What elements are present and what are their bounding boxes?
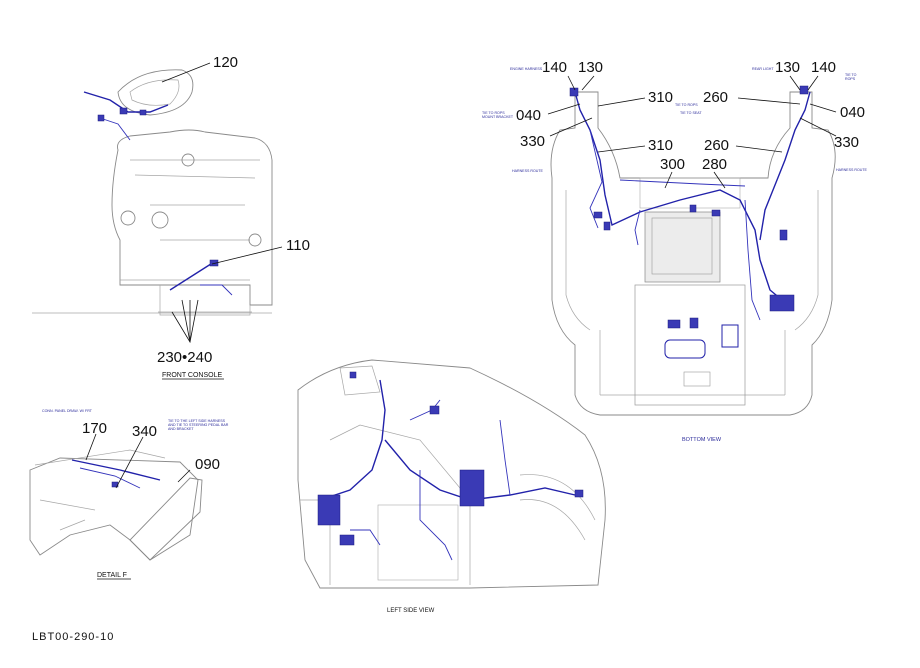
- bottom-view-caption: BOTTOM VIEW: [682, 437, 722, 443]
- callout-120: 120: [213, 54, 238, 71]
- callout-330-left: 330: [520, 133, 545, 150]
- callout-260-top: 260: [703, 89, 728, 106]
- svg-text:TIE TO ROPS: TIE TO ROPS: [482, 111, 505, 115]
- diagram-reference: LBT00-290-10: [32, 631, 114, 643]
- left-side-view-caption: LEFT SIDE VIEW: [387, 608, 435, 614]
- detail-f-caption: DETAIL F: [97, 572, 127, 579]
- svg-text:CONN. PANEL DRAW. W/ FRT: CONN. PANEL DRAW. W/ FRT: [42, 409, 93, 413]
- svg-text:ENGINE HARNESS: ENGINE HARNESS: [510, 67, 543, 71]
- svg-text:ROPS: ROPS: [845, 77, 856, 81]
- callout-280: 280: [702, 156, 727, 173]
- svg-text:HARNESS ROUTE: HARNESS ROUTE: [512, 169, 544, 173]
- callout-040-right: 040: [840, 104, 865, 121]
- callout-140-left: 140: [542, 59, 567, 76]
- callout-300: 300: [660, 156, 685, 173]
- callout-140-right: 140: [811, 59, 836, 76]
- svg-text:TIE TO ROPS: TIE TO ROPS: [675, 103, 698, 107]
- callout-340: 340: [132, 423, 157, 440]
- svg-text:TIE TO: TIE TO: [845, 73, 857, 77]
- svg-text:TIE TO SEAT: TIE TO SEAT: [680, 111, 702, 115]
- callout-260-mid: 260: [704, 137, 729, 154]
- bottom-view: ENGINE HARNESS TIE TO ROPS MOUNT BRACKET…: [482, 59, 868, 443]
- callout-170: 170: [82, 420, 107, 437]
- callout-310-mid: 310: [648, 137, 673, 154]
- callout-330-right: 330: [834, 134, 859, 151]
- left-side-view: LEFT SIDE VIEW: [297, 359, 606, 614]
- callout-130-left: 130: [578, 59, 603, 76]
- callout-040-left: 040: [516, 107, 541, 124]
- svg-text:REAR LIGHT: REAR LIGHT: [752, 67, 774, 71]
- front-console-caption: FRONT CONSOLE: [162, 372, 222, 379]
- svg-text:HARNESS ROUTE: HARNESS ROUTE: [836, 168, 868, 172]
- callout-130-right: 130: [775, 59, 800, 76]
- callout-110: 110: [286, 237, 310, 254]
- svg-text:AND BRACKET: AND BRACKET: [168, 427, 194, 431]
- callout-230-240: 230•240: [157, 349, 212, 366]
- svg-text:MOUNT BRACKET: MOUNT BRACKET: [482, 115, 514, 119]
- callout-310-top: 310: [648, 89, 673, 106]
- detail-f-view: CONN. PANEL DRAW. W/ FRT TIE TO THE LEFT…: [29, 409, 229, 580]
- svg-text:TIE TO THE LEFT SIDE HARNESS: TIE TO THE LEFT SIDE HARNESS: [168, 419, 226, 423]
- front-console-view: 120 110 230•240 FRONT CONSOLE: [32, 54, 310, 380]
- svg-text:AND TIE TO STEERING PEDAL BAR: AND TIE TO STEERING PEDAL BAR: [168, 423, 229, 427]
- callout-090: 090: [195, 456, 220, 473]
